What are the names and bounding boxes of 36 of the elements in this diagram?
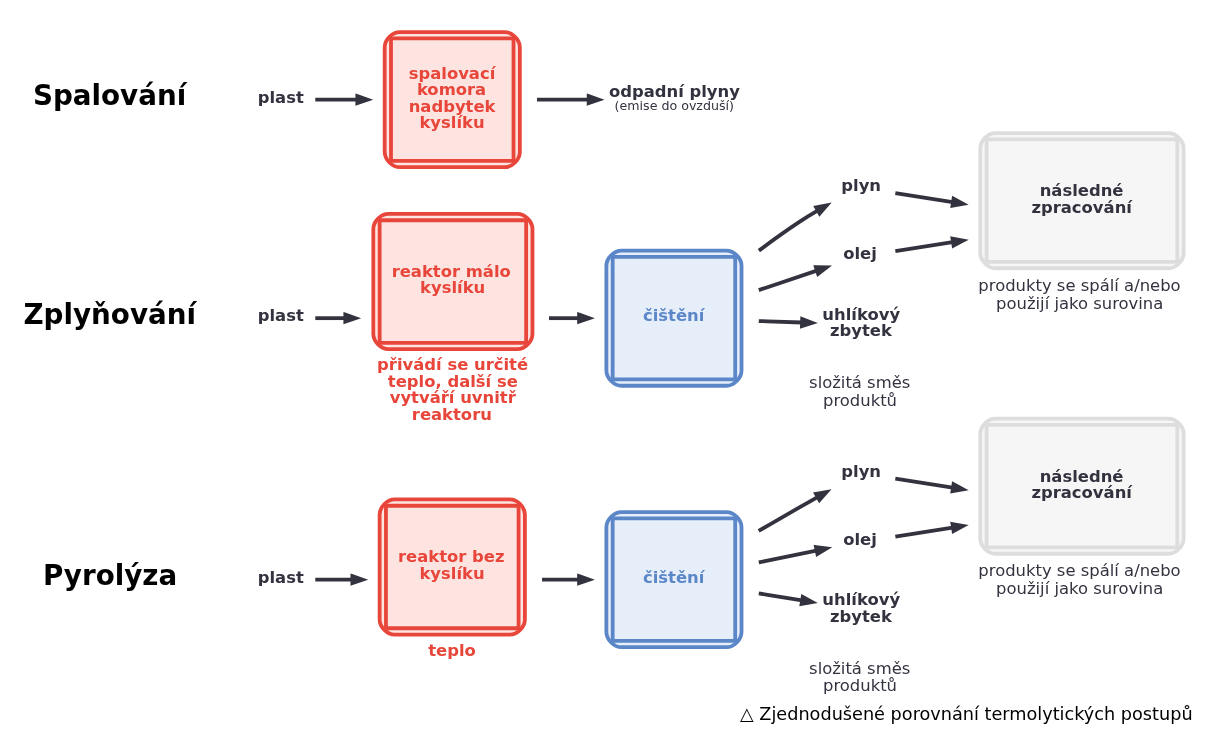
- label: Pyrolýza: [43, 558, 178, 592]
- node-text: olej: [843, 529, 877, 549]
- arrow: [315, 92, 374, 106]
- node-text: plast: [257, 87, 304, 107]
- node-text: odpadní plyny (emise do ovzduší): [608, 81, 740, 113]
- node-text: plyn: [841, 461, 882, 481]
- node-text: uhlíkový zbytek: [822, 589, 901, 626]
- arrow: [758, 315, 818, 329]
- arrow: [758, 591, 818, 606]
- node-text: plyn: [841, 175, 882, 195]
- arrow: [895, 235, 969, 253]
- label: složitá směs produktů: [809, 372, 911, 410]
- arrow: [757, 202, 832, 252]
- node-label: teplo: [428, 640, 476, 660]
- arrow: [542, 572, 595, 586]
- label: Spalování: [32, 78, 187, 112]
- node-label: produkty se spálí a/nebo použijí jako surovina: [978, 275, 1181, 313]
- arrow: [895, 476, 969, 494]
- node-label: produkty se spálí a/nebo použijí jako surovina: [978, 560, 1181, 598]
- node-label: přivádí se určité teplo, další se vytváří uvnitř reaktoru: [377, 354, 529, 424]
- node-text: olej: [843, 243, 877, 263]
- node-text: uhlíkový zbytek: [822, 304, 901, 340]
- arrow: [758, 264, 833, 292]
- label: Zplyňování: [23, 297, 197, 331]
- node-text: plast: [257, 567, 304, 587]
- arrow: [537, 92, 605, 106]
- arrow: [315, 572, 369, 586]
- arrow: [758, 544, 833, 564]
- arrow: [549, 311, 595, 324]
- node-text: plast: [257, 305, 304, 325]
- arrow: [895, 190, 969, 208]
- caption: △ Zjednodušené porovnání termolytických postupů: [740, 703, 1193, 724]
- arrow: [895, 521, 969, 538]
- label: složitá směs produktů: [809, 658, 911, 695]
- arrow: [315, 311, 362, 324]
- arrow: [757, 488, 832, 532]
